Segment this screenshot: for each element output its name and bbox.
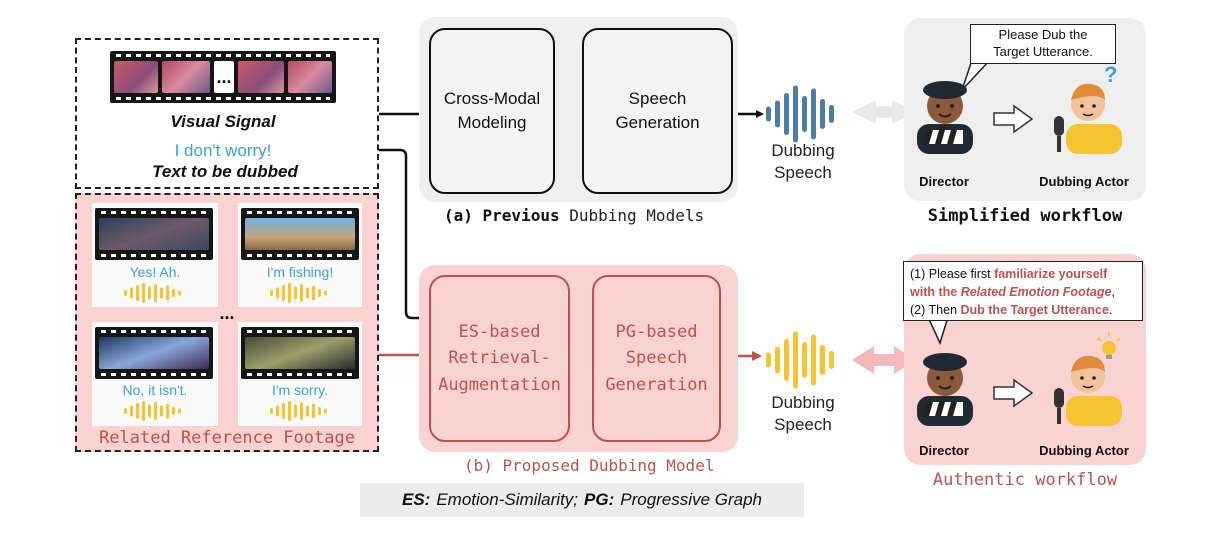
legend-es-abbr: ES: bbox=[401, 490, 431, 509]
cross-modal-box: Cross-Modal Modeling bbox=[429, 28, 555, 194]
authentic-line3-end: . bbox=[1108, 303, 1113, 318]
actor-question-mark: ? bbox=[1104, 62, 1118, 87]
transform-arrow-top-icon bbox=[993, 104, 1034, 134]
dubbing-speech-wave-bottom-icon bbox=[766, 331, 834, 389]
simplified-speech-bubble: Please Dub the Target Utterance. bbox=[970, 24, 1116, 64]
authentic-line1-plain: (1) Please first bbox=[910, 267, 995, 281]
arrow-input-to-proposed bbox=[379, 148, 430, 322]
reference-ellipsis: ... bbox=[219, 303, 235, 323]
visual-signal-label: Visual Signal bbox=[170, 112, 276, 131]
transform-arrow-bottom-icon bbox=[993, 378, 1034, 408]
visual-signal-filmstrip: ... bbox=[110, 51, 336, 103]
reference-wave-4-icon bbox=[270, 401, 327, 421]
pg-speech-generation-box: PG-based Speech Generation bbox=[592, 275, 721, 442]
director-top-icon bbox=[917, 81, 973, 154]
reference-caption-4: I'm sorry. bbox=[271, 382, 329, 398]
abbreviation-legend: ES: Emotion-Similarity; PG: Progressive … bbox=[360, 483, 804, 517]
text-to-be-dubbed-label: Text to be dubbed bbox=[152, 162, 298, 181]
authentic-bubble-tail bbox=[927, 317, 949, 346]
authentic-line3-plain: (2) Then bbox=[910, 303, 961, 318]
reference-footage-label: Related Reference Footage bbox=[99, 428, 355, 448]
es-retrieval-box: ES-based Retrieval- Augmentation bbox=[429, 275, 570, 442]
director-top-label: Director bbox=[919, 174, 969, 189]
legend-pg-full: Progressive Graph bbox=[620, 490, 762, 509]
actor-bottom-icon bbox=[1054, 355, 1122, 426]
authentic-line2-emphasis: Related Emotion Footage bbox=[960, 285, 1112, 300]
authentic-line2-highlight: with the bbox=[910, 285, 961, 300]
authentic-line2-end: , bbox=[1111, 285, 1115, 300]
speech-generation-box: Speech Generation bbox=[582, 28, 733, 194]
reference-wave-2-icon bbox=[270, 283, 327, 303]
director-bottom-label: Director bbox=[919, 443, 969, 458]
previous-caption: (a) Previous Dubbing Models bbox=[444, 206, 744, 225]
actor-top-label: Dubbing Actor bbox=[1039, 174, 1129, 189]
input-panel bbox=[75, 38, 379, 189]
authentic-workflow-caption: Authentic workflow bbox=[932, 470, 1118, 490]
legend-es-full: Emotion-Similarity; bbox=[436, 490, 579, 509]
filmstrip-ellipsis: ... bbox=[214, 61, 234, 93]
proposed-model-panel bbox=[419, 265, 738, 452]
authentic-line3-highlight: Dub the Target Utterance bbox=[960, 303, 1109, 318]
actor-top-icon bbox=[1054, 83, 1122, 154]
proposed-caption: (b) Proposed Dubbing Model bbox=[464, 456, 715, 475]
dubbing-speech-bottom-label: Dubbing Speech bbox=[771, 393, 835, 435]
dubbing-speech-top-label: Dubbing Speech bbox=[771, 141, 835, 183]
dubbing-speech-wave-top-icon bbox=[766, 85, 834, 143]
text-sample: I don't worry! bbox=[174, 141, 272, 160]
legend-pg-abbr: PG: bbox=[584, 490, 615, 509]
director-bottom-icon bbox=[917, 353, 973, 426]
double-arrow-top bbox=[852, 100, 916, 124]
previous-caption-prefix: (a) Previous bbox=[444, 206, 560, 225]
reference-caption-3: No, it isn't. bbox=[122, 382, 188, 398]
double-arrow-bottom bbox=[852, 346, 916, 374]
authentic-speech-bubble: (1) Please first familiarize yourself wi… bbox=[903, 261, 1143, 321]
reference-caption-2: I'm fishing! bbox=[266, 264, 334, 280]
authentic-line1-highlight: familiarize yourself bbox=[994, 267, 1108, 281]
actor-bottom-label: Dubbing Actor bbox=[1039, 443, 1129, 458]
simplified-workflow-caption: Simplified workflow bbox=[927, 206, 1123, 226]
reference-caption-1: Yes! Ah. bbox=[129, 264, 181, 280]
previous-caption-suffix: Dubbing Models bbox=[569, 206, 705, 225]
lightbulb-icon bbox=[1097, 332, 1121, 359]
reference-wave-3-icon bbox=[124, 401, 181, 421]
reference-wave-1-icon bbox=[124, 283, 181, 303]
